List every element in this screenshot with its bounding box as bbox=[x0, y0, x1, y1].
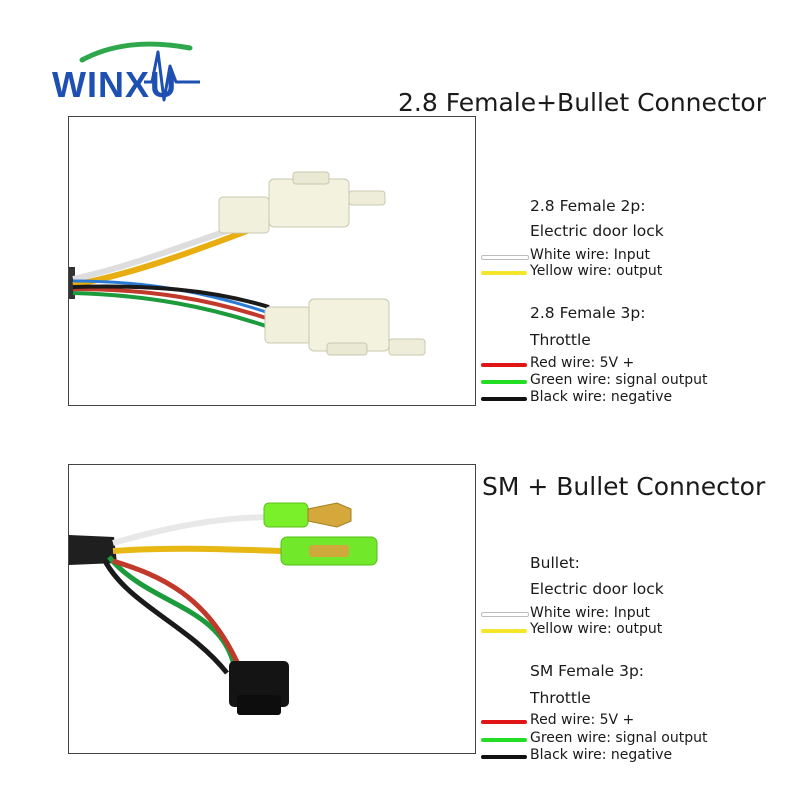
legend-heading-sm-3p: SM Female 3p: bbox=[530, 662, 645, 680]
brand-logo: WINXU bbox=[52, 30, 202, 110]
legend-heading-3p: 2.8 Female 3p: bbox=[530, 304, 646, 322]
logo-text: WINXU bbox=[52, 64, 177, 105]
wire-label-red: Red wire: 5V + bbox=[530, 355, 635, 371]
legend-subheading-door-lock: Electric door lock bbox=[530, 222, 664, 240]
wire-swatch-red bbox=[481, 363, 527, 367]
section-title-1: 2.8 Female+Bullet Connector bbox=[398, 88, 767, 117]
wire-swatch-white bbox=[481, 255, 529, 260]
legend-heading-bullet: Bullet: bbox=[530, 554, 580, 572]
wire-swatch-black-2 bbox=[481, 755, 527, 759]
legend-heading-2p: 2.8 Female 2p: bbox=[530, 197, 646, 215]
wire-swatch-red-2 bbox=[481, 720, 527, 724]
connector-photo-2-8-female bbox=[68, 116, 476, 406]
wire-label-white: White wire: Input bbox=[530, 247, 650, 263]
wire-label-yellow: Yellow wire: output bbox=[530, 263, 663, 279]
wire-swatch-yellow-2 bbox=[481, 629, 527, 633]
legend-subheading-throttle-2: Throttle bbox=[530, 689, 591, 707]
wire-swatch-yellow bbox=[481, 271, 527, 275]
wire-swatch-green-2 bbox=[481, 738, 527, 742]
wire-swatch-green bbox=[481, 380, 527, 384]
logo-swoosh-icon bbox=[79, 41, 200, 102]
legend-subheading-door-lock-2: Electric door lock bbox=[530, 580, 664, 598]
wire-label-white-2: White wire: Input bbox=[530, 605, 650, 621]
wire-swatch-white-2 bbox=[481, 612, 529, 617]
connector-photo-sm-bullet bbox=[68, 464, 476, 754]
legend-subheading-throttle: Throttle bbox=[530, 331, 591, 349]
section-title-2: SM + Bullet Connector bbox=[482, 472, 766, 501]
wire-label-red-2: Red wire: 5V + bbox=[530, 712, 635, 728]
wire-label-green: Green wire: signal output bbox=[530, 372, 708, 388]
wire-label-black: Black wire: negative bbox=[530, 389, 673, 405]
wire-swatch-black bbox=[481, 397, 527, 401]
wire-label-yellow-2: Yellow wire: output bbox=[530, 621, 663, 637]
wire-label-black-2: Black wire: negative bbox=[530, 747, 673, 763]
wire-label-green-2: Green wire: signal output bbox=[530, 730, 708, 746]
